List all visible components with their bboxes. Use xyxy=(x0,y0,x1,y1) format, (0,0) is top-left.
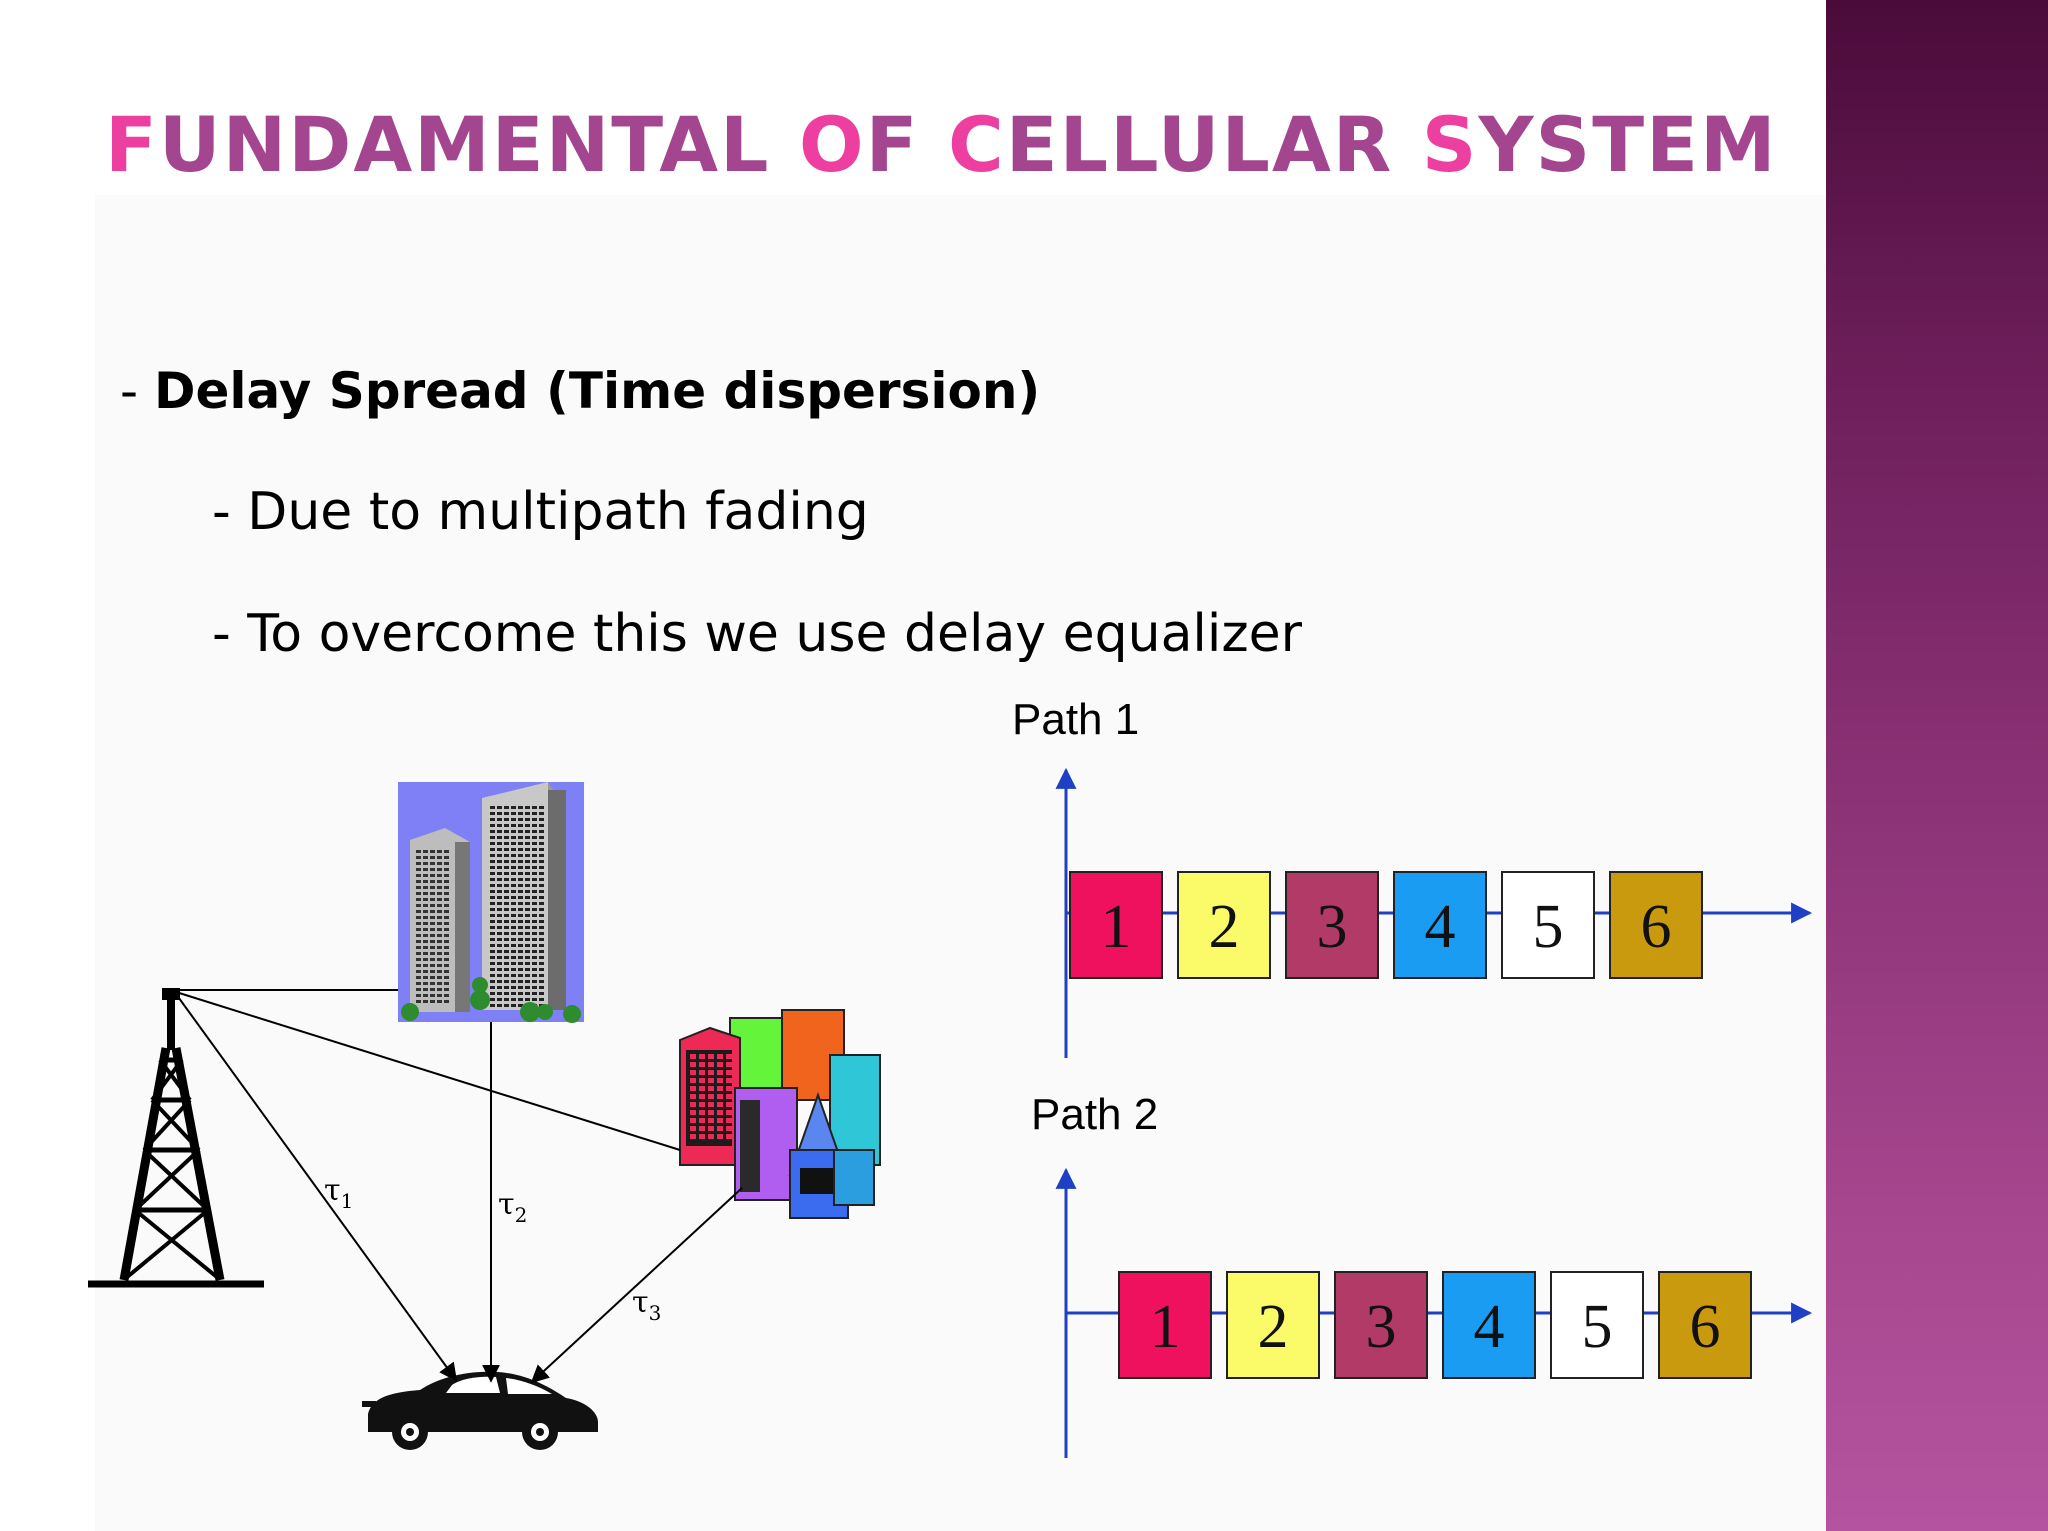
path-2-symbol-label-3: 3 xyxy=(1366,1293,1397,1361)
radio-tower-icon xyxy=(88,988,264,1288)
path-1-symbol-box-6 xyxy=(1609,871,1703,979)
path-1-symbol-box-5 xyxy=(1501,871,1595,979)
title-word-2: OF xyxy=(798,100,920,189)
title-word-3: CELLULAR xyxy=(947,100,1394,189)
path-2-symbol-label-6: 6 xyxy=(1690,1293,1721,1361)
decorative-side-band xyxy=(1826,0,2048,1531)
office-buildings-icon xyxy=(398,782,584,1023)
path-2-symbol-box-6 xyxy=(1658,1271,1752,1379)
title-word-1: FUNDAMENTAL xyxy=(105,100,771,189)
car-icon xyxy=(362,1371,598,1450)
path-1-symbol-box-1 xyxy=(1069,871,1163,979)
title-word-4: SYSTEM xyxy=(1421,100,1778,189)
path-1-symbol-box-4 xyxy=(1393,871,1487,979)
path-2-symbol-box-3 xyxy=(1334,1271,1428,1379)
bullet-delay-spread: - Delay Spread (Time dispersion) xyxy=(120,362,1040,420)
content-panel xyxy=(95,195,1826,1531)
bullet-delay-equalizer: - To overcome this we use delay equalize… xyxy=(212,604,1302,664)
path-2-symbol-label-4: 4 xyxy=(1474,1293,1505,1361)
path-1-symbol-box-2 xyxy=(1177,871,1271,979)
path-1-symbol-label-5: 5 xyxy=(1533,893,1564,961)
tau-3-label: τ3 xyxy=(632,1285,661,1325)
tau-1-label: τ1 xyxy=(324,1173,353,1213)
propagation-lines xyxy=(175,989,743,1384)
path-2-symbol-label-5: 5 xyxy=(1582,1293,1613,1361)
slide-title: FUNDAMENTAL OF CELLULAR SYSTEM xyxy=(105,100,1778,189)
bullet-dash: - xyxy=(120,362,154,420)
path-2-symbol-box-2 xyxy=(1226,1271,1320,1379)
city-buildings-icon xyxy=(679,1009,881,1219)
path-1-symbol-label-2: 2 xyxy=(1209,893,1240,961)
path-2-label: Path 2 xyxy=(1031,1090,1159,1139)
path-1-symbols: 1 2 3 4 5 6 xyxy=(1069,871,1703,979)
path-2-symbol-box-4 xyxy=(1442,1271,1536,1379)
path-2-symbol-box-5 xyxy=(1550,1271,1644,1379)
path-2-symbol-label-2: 2 xyxy=(1258,1293,1289,1361)
bullet-delay-spread-text: Delay Spread (Time dispersion) xyxy=(153,362,1041,420)
path-1-label: Path 1 xyxy=(1012,695,1140,744)
path-2-symbol-box-1 xyxy=(1118,1271,1212,1379)
bullet-multipath-fading: - Due to multipath fading xyxy=(212,482,869,542)
path-1-symbol-label-4: 4 xyxy=(1425,893,1456,961)
path-2-symbol-label-1: 1 xyxy=(1150,1293,1181,1361)
path-1-symbol-label-6: 6 xyxy=(1641,893,1672,961)
path-1-symbol-label-3: 3 xyxy=(1317,893,1348,961)
path-1-symbol-box-3 xyxy=(1285,871,1379,979)
path-1-symbol-label-1: 1 xyxy=(1101,893,1132,961)
path-2-symbols: 1 2 3 4 5 6 xyxy=(1118,1271,1752,1379)
tau-2-label: τ2 xyxy=(498,1187,527,1227)
